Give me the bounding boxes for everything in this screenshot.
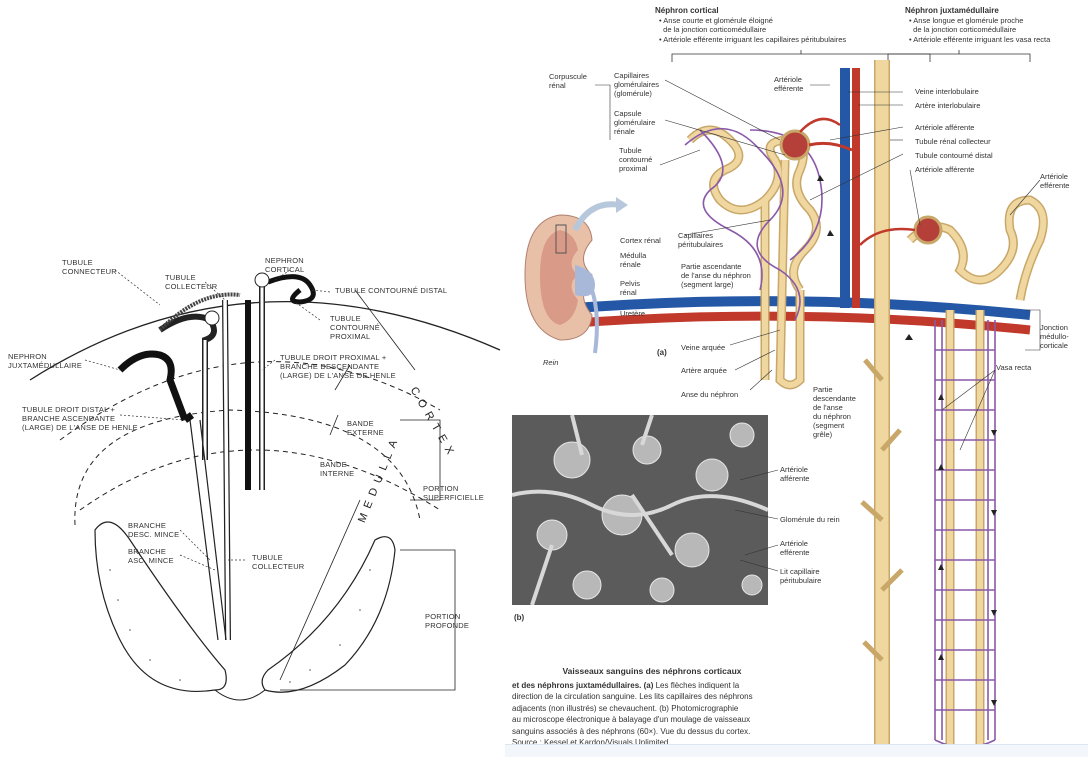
label-portion-profonde: PORTION PROFONDE [425, 612, 469, 630]
label-tubule-droit-distal: TUBULE DROIT DISTAL + BRANCHE ASCENDANTE… [22, 405, 138, 432]
kidney-medulla [540, 230, 578, 325]
label-tubule-contourne-proximal: TUBULE CONTOURNÉ PROXIMAL [330, 314, 380, 341]
header-cortical-bullet1: • Anse courte et glomérule éloigné de la… [655, 16, 846, 35]
label-branche-asc-mince: BRANCHE ASC. MINCE [128, 547, 174, 565]
label-arteriole-afferente-2: Artériole afférente [915, 165, 974, 174]
caption-line5: sanguins associés à des néphrons (60×). … [512, 726, 792, 738]
caption-line3: adjacents (non illustrés) se chevauchent… [512, 703, 792, 715]
label-tubule-renal-collecteur: Tubule rénal collecteur [915, 137, 991, 146]
header-juxta: Néphron juxtamédullaire • Anse longue et… [905, 6, 1050, 44]
header-juxta-title: Néphron juxtamédullaire [905, 6, 1050, 16]
figure-caption: Vaisseaux sanguins des néphrons corticau… [512, 666, 792, 749]
bracket-cortical [672, 50, 930, 62]
right-vascular-diagram [510, 50, 1088, 750]
arcuate-artery [550, 316, 1030, 330]
label-photo-lit-capillaire: Lit capillaire péritubulaire [780, 567, 821, 585]
header-juxta-bullet2: • Artériole efférente irriguant les vasa… [905, 35, 1050, 45]
label-portion-superficielle: PORTION SUPERFICIELLE [423, 484, 484, 502]
juxta-glomerulus-right [915, 217, 941, 243]
caption-line1-bold: et des néphrons juxtamédullaires. (a) [512, 681, 653, 690]
label-arteriole-afferente-1: Artériole afférente [915, 123, 974, 132]
label-capsule-glomerulaire: Capsule glomérulaire rénale [614, 109, 655, 136]
photo-leader-lines [730, 465, 780, 575]
cortical-distal-tubule [268, 277, 313, 302]
label-rein: Rein [543, 358, 558, 367]
label-veine-arquee: Veine arquée [681, 343, 725, 352]
label-photo-glomerule: Glomérule du rein [780, 515, 840, 524]
caption-line1-rest: Les flèches indiquent la [653, 681, 739, 690]
label-tubule-connecteur: TUBULE CONNECTEUR [62, 258, 117, 276]
interlobular-artery [852, 68, 860, 308]
label-branche-desc-mince: BRANCHE DESC. MINCE [128, 521, 179, 539]
label-medulla-renale: Médulla rénale [620, 251, 646, 269]
label-arteriole-efferente-2: Artériole efférente [1040, 172, 1069, 190]
bracket-juxta [888, 50, 1030, 62]
cortical-efferent [800, 119, 840, 132]
label-tubule-droit-proximal: TUBULE DROIT PROXIMAL + BRANCHE DESCENDA… [280, 353, 396, 380]
label-partie-descendante: Partie descendante de l'anse du néphron … [813, 385, 856, 439]
label-tubule-contourne-proximal-right: Tubule contourné proximal [619, 146, 652, 173]
label-capillaires-peritubulaires: Capillaires péritubulaires [678, 231, 723, 249]
cortical-glomerulus-right [781, 131, 809, 159]
label-pelvis-renal: Pelvis rénal [620, 279, 640, 297]
vasa-recta [935, 320, 995, 748]
caption-line2: direction de la circulation sanguine. Le… [512, 691, 792, 703]
header-juxta-bullet1: • Anse longue et glomérule proche de la … [905, 16, 1050, 35]
label-partie-ascendante: Partie ascendante de l'anse du néphron (… [681, 262, 751, 289]
label-tubule-contourne-distal: TUBULE CONTOURNÉ DISTAL [335, 286, 447, 295]
label-photo-arteriole-efferente: Artériole efférente [780, 539, 809, 557]
label-artere-interlobulaire: Artère interlobulaire [915, 101, 980, 110]
interlobular-vein [840, 68, 850, 308]
header-cortical-bullet2: • Artériole efférente irriguant les capi… [655, 35, 846, 45]
label-nephron-cortical: NEPHRON CORTICAL [265, 256, 304, 274]
label-bande-externe: BANDE EXTERNE [347, 419, 384, 437]
label-artere-arquee: Artère arquée [681, 366, 727, 375]
label-jonction: Jonction médullo- corticale [1040, 323, 1069, 350]
label-veine-interlobulaire: Veine interlobulaire [915, 87, 979, 96]
cortical-glomerulus [255, 273, 269, 287]
caption-line4: au microscope électronique à balayage d'… [512, 714, 792, 726]
label-tubule-collecteur-top: TUBULE COLLECTEUR [165, 273, 217, 291]
label-nephron-juxtamedullaire: NEPHRON JUXTAMÉDULLAIRE [8, 352, 82, 370]
juxta-glomerulus [205, 311, 219, 325]
juxta-distal-black [185, 415, 192, 420]
label-uretere: Uretère [620, 309, 645, 318]
label-corpuscule-renal: Corpuscule rénal [549, 72, 587, 90]
header-cortical: Néphron cortical • Anse courte et glomér… [655, 6, 846, 44]
caption-title: Vaisseaux sanguins des néphrons corticau… [512, 666, 792, 678]
label-capillaires-glomerulaires: Capillaires glomérulaires (glomérule) [614, 71, 659, 98]
label-panel-a: (a) [657, 348, 667, 357]
zoom-arrow [570, 195, 630, 235]
label-cortex-renal: Cortex rénal [620, 236, 661, 245]
label-tubule-collecteur-bottom: TUBULE COLLECTEUR [252, 553, 304, 571]
label-photo-arteriole-afferente: Artériole afférente [780, 465, 809, 483]
header-cortical-title: Néphron cortical [655, 6, 846, 16]
label-anse-du-nephron: Anse du néphron [681, 390, 738, 399]
label-vasa-recta: Vasa recta [996, 363, 1031, 372]
ureter [592, 290, 597, 353]
label-panel-b: (b) [514, 613, 524, 622]
label-tubule-contourne-distal-right: Tubule contourné distal [915, 151, 993, 160]
papilla-base [215, 690, 265, 700]
label-bande-interne: BANDE INTERNE [320, 460, 354, 478]
label-arteriole-efferente-1: Artériole efférente [774, 75, 803, 93]
bottom-overlay-bar [505, 744, 1088, 757]
